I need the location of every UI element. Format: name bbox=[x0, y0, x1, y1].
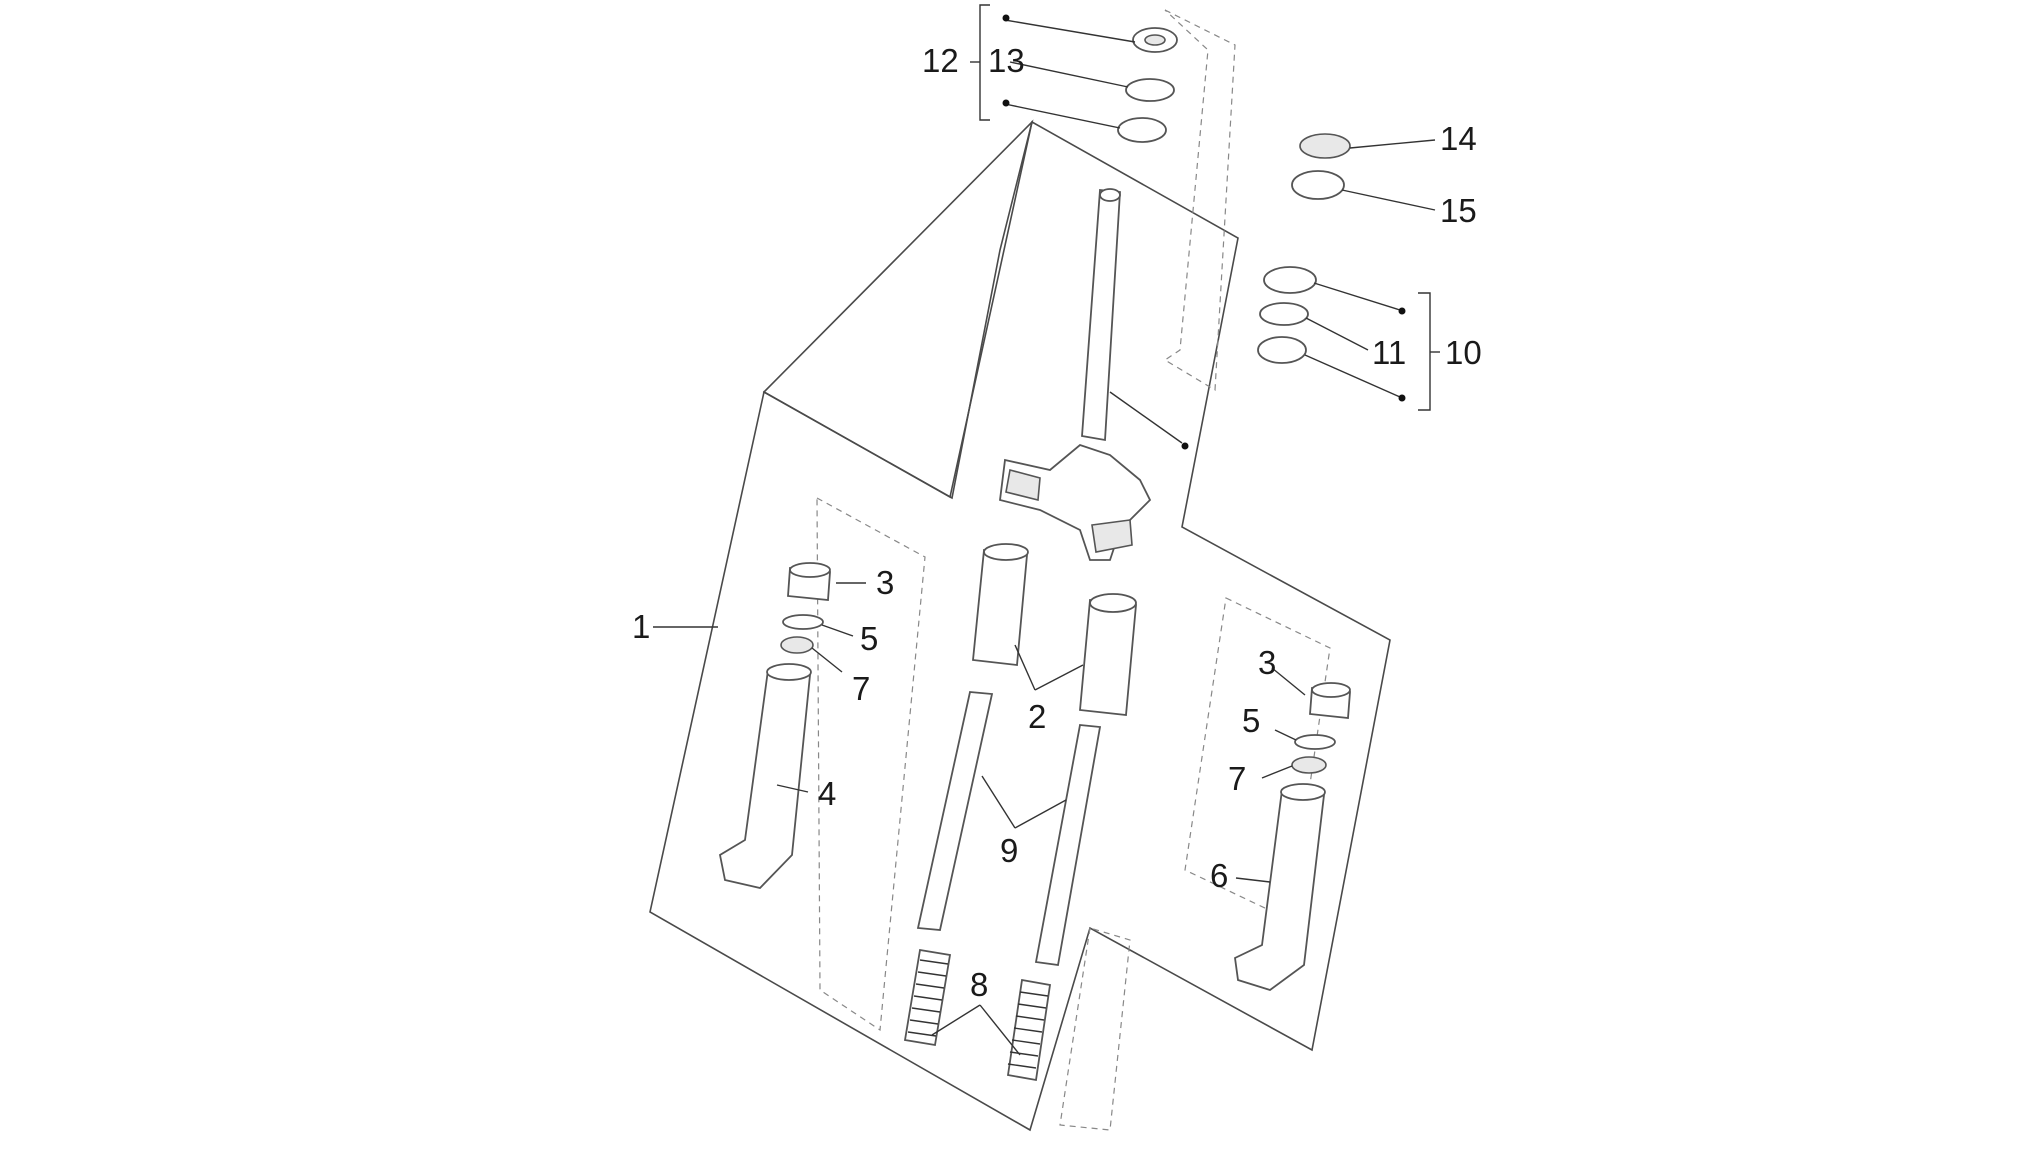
fork-tube-right bbox=[1079, 599, 1137, 716]
spring-right bbox=[1006, 978, 1052, 1082]
left-leg-dashed-group bbox=[816, 496, 926, 1032]
right-seal bbox=[1291, 756, 1327, 774]
callout-11: 11 bbox=[1372, 334, 1406, 371]
headset-upper-seal bbox=[1125, 78, 1175, 102]
center-dashed-group bbox=[1059, 927, 1131, 1131]
callout-15: 15 bbox=[1440, 192, 1477, 229]
right-fork-leg bbox=[1234, 789, 1325, 991]
left-seal bbox=[780, 636, 814, 654]
fork-tube-left bbox=[972, 549, 1028, 666]
callout-4: 4 bbox=[818, 775, 836, 812]
steering-stem bbox=[999, 188, 1152, 561]
spring-left bbox=[903, 948, 952, 1047]
callout-3-right: 3 bbox=[1258, 644, 1276, 681]
callout-5-right: 5 bbox=[1242, 702, 1260, 739]
callout-13: 13 bbox=[988, 42, 1025, 79]
fork-tube-right-top bbox=[1089, 593, 1137, 613]
headset-lower-race bbox=[1257, 336, 1307, 364]
left-bushing-top bbox=[789, 562, 831, 578]
right-fork-leg-top bbox=[1280, 783, 1326, 801]
callout-8: 8 bbox=[970, 966, 988, 1003]
callout-12: 12 bbox=[922, 42, 959, 79]
callout-1: 1 bbox=[632, 608, 650, 645]
callout-10: 10 bbox=[1445, 334, 1482, 371]
callout-6: 6 bbox=[1210, 857, 1228, 894]
callout-9: 9 bbox=[1000, 832, 1018, 869]
leader-lines bbox=[653, 4, 1440, 1056]
headset-lower-seal bbox=[1259, 302, 1309, 326]
left-o-ring bbox=[782, 614, 824, 630]
fork-tube-left-top bbox=[983, 543, 1029, 561]
headset-lower-cup bbox=[1263, 266, 1317, 294]
left-fork-leg-top bbox=[766, 663, 812, 681]
headset-upper-cup-hole bbox=[1144, 34, 1166, 46]
callout-5-left: 5 bbox=[860, 620, 878, 657]
fork-assembly-frame-left bbox=[762, 119, 1034, 500]
reference-dots bbox=[1002, 14, 1406, 450]
left-fork-leg bbox=[718, 669, 811, 889]
callout-3-left: 3 bbox=[876, 564, 894, 601]
headset-lock-ring bbox=[1299, 133, 1351, 159]
inner-rod-left bbox=[916, 691, 994, 931]
callout-7-right: 7 bbox=[1228, 760, 1246, 797]
inner-rod-right bbox=[1034, 724, 1102, 967]
headset-dashed-group bbox=[1163, 9, 1236, 392]
headset-spacer bbox=[1291, 170, 1345, 200]
callout-2: 2 bbox=[1028, 698, 1046, 735]
right-bushing-top bbox=[1311, 682, 1351, 698]
callout-7-left: 7 bbox=[852, 670, 870, 707]
right-o-ring bbox=[1294, 734, 1336, 750]
headset-upper-race bbox=[1117, 117, 1167, 143]
callout-14: 14 bbox=[1440, 120, 1477, 157]
